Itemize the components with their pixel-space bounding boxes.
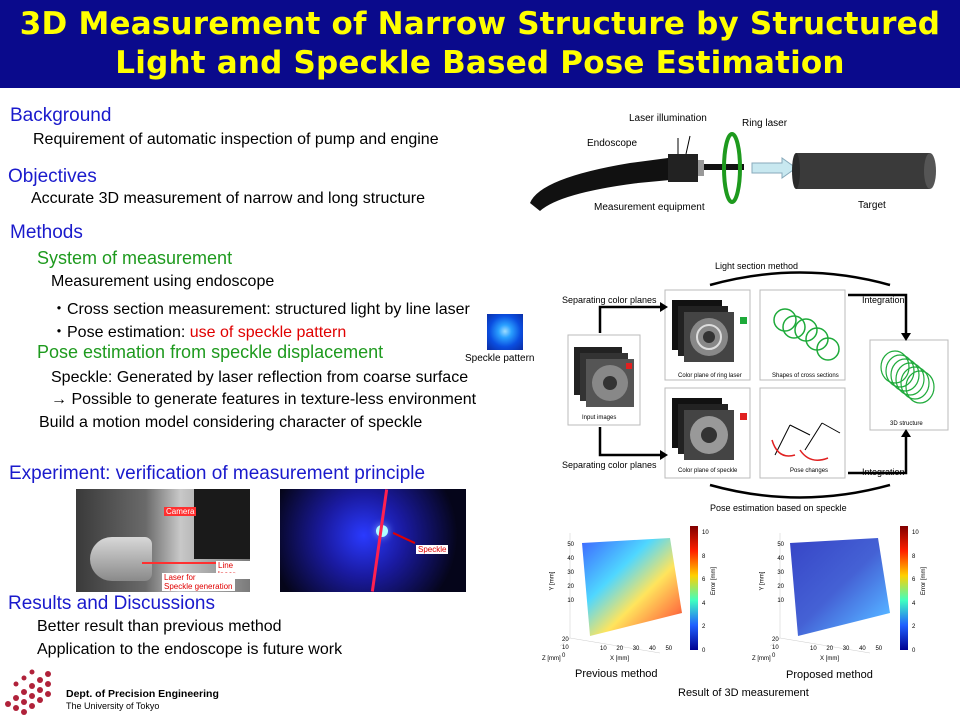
system-heading: System of measurement [37, 248, 233, 268]
experiment-photo-setup: Camera Line laser Laser for Speckle gene… [76, 489, 250, 592]
flow-diagram: Light section method Separating color pl… [560, 255, 955, 515]
label-laser-illumination: Laser illumination [629, 113, 707, 124]
label-laser-for: Laser for [164, 573, 196, 582]
pose-line-3: Build a motion model considering charact… [39, 414, 423, 431]
prev-z-label: Z [mm] [542, 656, 561, 662]
label-integration-bottom: Integration [862, 467, 905, 477]
label-separating-top: Separating color planes [562, 295, 657, 305]
label-ring-laser: Ring laser [742, 118, 788, 129]
speckle-highlight: use of speckle pattern [189, 324, 347, 341]
prev-x-label: X [mm] [610, 656, 629, 662]
label-shapes-cross: Shapes of cross sections [772, 373, 839, 379]
system-line-3: ・Pose estimation: use of speckle pattern [51, 318, 346, 342]
system-line-2: ・Cross section measurement: structured l… [51, 301, 470, 318]
red-laser-line [370, 489, 389, 592]
prop-x-ticks: 10 20 30 40 50 [810, 646, 883, 652]
pose-line-2: → Possible to generate features in textu… [51, 391, 477, 408]
system-line-3-prefix: ・Pose estimation: [51, 324, 190, 341]
label-laser-speckle: Laser for Speckle generation [162, 573, 235, 591]
label-pose-estimation: Pose estimation based on speckle [710, 503, 847, 513]
background-text: Requirement of automatic inspection of p… [33, 131, 439, 148]
pose-line-1: Speckle: Generated by laser reflection f… [51, 369, 469, 386]
pipe-sample [90, 537, 152, 581]
caption-result-3d: Result of 3D measurement [678, 687, 809, 699]
label-measurement-equipment: Measurement equipment [594, 202, 705, 213]
prev-error-label: Error [mm] [711, 566, 718, 596]
prop-error-label: Error [mm] [921, 566, 928, 596]
results-line-1: Better result than previous method [37, 618, 282, 635]
results-line-2: Application to the endoscope is future w… [37, 641, 343, 658]
system-line-1: Measurement using endoscope [51, 273, 275, 290]
label-input-images: Input images [582, 415, 617, 421]
experiment-photo-speckle: Speckle [280, 489, 466, 592]
prop-y-label: Y [mm] [759, 571, 766, 591]
title-line-2: Light and Speckle Based Pose Estimation [115, 45, 845, 81]
speckle-pattern-image [487, 314, 523, 350]
label-light-section: Light section method [715, 261, 799, 271]
speckle-caption: Speckle pattern [465, 353, 535, 364]
methods-heading: Methods [10, 222, 83, 243]
pose-heading: Pose estimation from speckle displacemen… [37, 342, 384, 362]
caption-proposed-method: Proposed method [786, 669, 873, 681]
experiment-heading: Experiment: verification of measurement … [9, 463, 426, 484]
label-separating-bottom: Separating color planes [562, 460, 657, 470]
prev-y-label: Y [mm] [549, 571, 556, 591]
label-pose-changes: Pose changes [790, 468, 829, 474]
laser-beam [142, 562, 242, 564]
background-heading: Background [10, 105, 112, 126]
title-bar: 3D Measurement of Narrow Structure by St… [0, 0, 960, 88]
prev-x-ticks: 10 20 30 40 50 [600, 646, 673, 652]
logo-dept: Dept. of Precision Engineering [66, 688, 219, 700]
caption-previous-method: Previous method [575, 668, 658, 680]
speckle-pointer-arrow [392, 532, 416, 544]
label-color-plane-speckle: Color plane of speckle [678, 468, 738, 474]
label-speckle: Speckle [416, 545, 449, 554]
setup-diagram: Laser illumination Ring laser Endoscope … [520, 108, 950, 218]
camera-body [194, 489, 250, 559]
results-heading: Results and Discussions [8, 593, 215, 614]
label-target: Target [858, 200, 886, 211]
university-logo-icon [2, 664, 60, 716]
label-endoscope: Endoscope [587, 138, 638, 149]
label-camera: Camera [164, 507, 197, 516]
label-3d-structure: 3D structure [890, 421, 923, 427]
label-integration-top: Integration [862, 295, 905, 305]
prop-z-label: Z [mm] [752, 656, 771, 662]
title-line-1: 3D Measurement of Narrow Structure by St… [19, 6, 941, 42]
label-speckle-generation: Speckle generation [164, 582, 233, 591]
label-color-plane-ring: Color plane of ring laser [678, 373, 742, 379]
objectives-heading: Objectives [8, 166, 97, 187]
objectives-text: Accurate 3D measurement of narrow and lo… [31, 190, 425, 207]
logo-univ: The University of Tokyo [66, 701, 160, 711]
prop-x-label: X [mm] [820, 656, 839, 662]
